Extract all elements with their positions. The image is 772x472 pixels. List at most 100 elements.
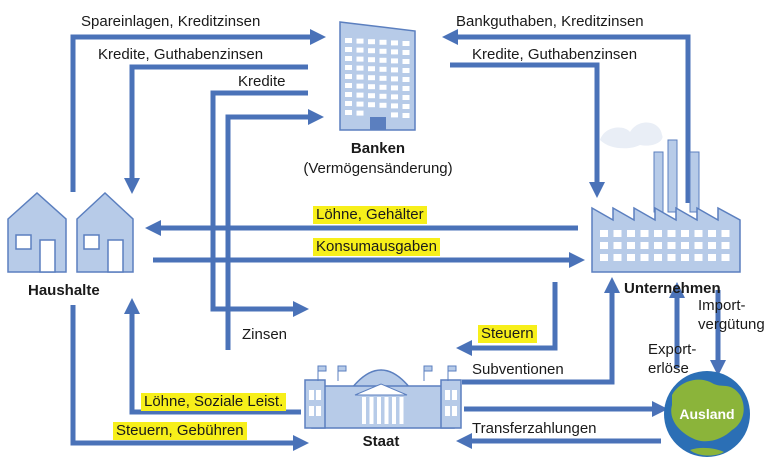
factory-window (667, 242, 676, 249)
arrow-taxes-households (70, 305, 309, 451)
arrow-transfers-state (123, 298, 301, 415)
banks-sublabel: (Vermögensänderung) (303, 160, 453, 177)
bank-window (379, 102, 387, 108)
factory-window (654, 254, 662, 261)
bank-window (391, 112, 398, 118)
label-wages: Löhne, Gehälter (313, 206, 427, 224)
bank-window (402, 50, 410, 55)
bank-window (345, 65, 352, 70)
companies-label: Unternehmen (624, 280, 721, 297)
flag (317, 365, 327, 372)
label-savings: Spareinlagen, Kreditzinsen (81, 13, 261, 30)
bank-window (345, 110, 352, 115)
bank-window (379, 57, 387, 63)
label-taxes-firms: Steuern (478, 325, 537, 343)
bank-window (356, 56, 364, 62)
factory-window (613, 254, 622, 261)
arrow-interest-state (225, 108, 324, 350)
bank-window (368, 75, 375, 81)
gov-column (392, 397, 396, 424)
bank-window (402, 86, 410, 91)
label-loans-households: Kredite, Guthabenzinsen (98, 46, 264, 63)
gov-window (309, 406, 314, 416)
bank-window (391, 76, 398, 82)
arrow-subsidies (462, 277, 620, 385)
bank-window (379, 48, 387, 54)
label-taxes-households: Steuern, Gebühren (113, 422, 247, 440)
label-transfers-state: Löhne, Soziale Leist. (141, 393, 287, 411)
factory-window (627, 230, 635, 237)
label-subsidies: Subventionen (472, 361, 564, 378)
bank-window (356, 65, 364, 71)
bank-window (379, 93, 387, 99)
bank-window (345, 74, 352, 79)
bank-window (391, 85, 398, 91)
factory-window (640, 254, 649, 261)
factory-window (600, 242, 608, 249)
factory-window (708, 254, 716, 261)
factory-window (667, 254, 676, 261)
factory-window (694, 254, 703, 261)
bank-window (402, 95, 410, 100)
bank-window (379, 84, 387, 90)
bank-window (368, 39, 375, 45)
bank-window (402, 68, 410, 73)
bank-window (379, 39, 387, 45)
label-transfer-payments: Transferzahlungen (472, 420, 597, 437)
arrow-savings (70, 28, 326, 192)
gov-window (316, 390, 321, 400)
arrow-loans-households (124, 64, 308, 194)
gov-window (316, 406, 321, 416)
label-export-revenue: Export- erlöse (648, 341, 697, 377)
house-icon-2 (76, 191, 134, 273)
bank-window (345, 83, 352, 88)
bank-window (402, 59, 410, 64)
bank-window (402, 41, 410, 46)
factory-window (640, 242, 649, 249)
bank-window (368, 84, 375, 90)
households-label: Haushalte (28, 282, 100, 299)
gov-column (377, 397, 381, 424)
factory-window (721, 242, 730, 249)
flag (423, 365, 433, 372)
label-deposits-firms: Bankguthaben, Kreditzinsen (456, 13, 644, 30)
flag (337, 365, 347, 372)
factory-window (667, 230, 676, 237)
bank-window (345, 38, 352, 43)
factory-window (613, 230, 622, 237)
bank-window (356, 101, 364, 107)
bank-window (356, 92, 364, 98)
bank-building-icon (339, 21, 416, 131)
label-loans-firms: Kredite, Guthabenzinsen (472, 46, 638, 63)
factory-window (721, 230, 730, 237)
factory-window (681, 230, 689, 237)
factory-window (654, 230, 662, 237)
factory-window (694, 230, 703, 237)
factory-window (654, 242, 662, 249)
gov-column (362, 397, 366, 424)
label-loans-state: Kredite (238, 73, 286, 90)
arrow-taxes-firms (456, 282, 558, 357)
globe-icon (664, 371, 750, 457)
gov-column (399, 397, 404, 424)
bank-window (402, 77, 410, 82)
banks-label: Banken (350, 140, 406, 157)
bank-window (356, 74, 364, 80)
abroad-label: Ausland (679, 406, 735, 422)
gov-window (445, 406, 450, 416)
gov-window (309, 390, 314, 400)
gov-window (452, 406, 457, 416)
bank-window (402, 113, 410, 118)
factory-window (681, 242, 689, 249)
bank-window (356, 38, 364, 44)
label-interest: Zinsen (242, 326, 288, 343)
label-import-payment: Import- vergütung (698, 297, 765, 333)
label-consumption: Konsumausgaben (313, 238, 440, 256)
factory-window (708, 230, 716, 237)
gov-column (384, 397, 389, 424)
factory-window (640, 230, 649, 237)
bank-window (391, 40, 398, 46)
bank-window (356, 83, 364, 89)
bank-window (368, 57, 375, 63)
